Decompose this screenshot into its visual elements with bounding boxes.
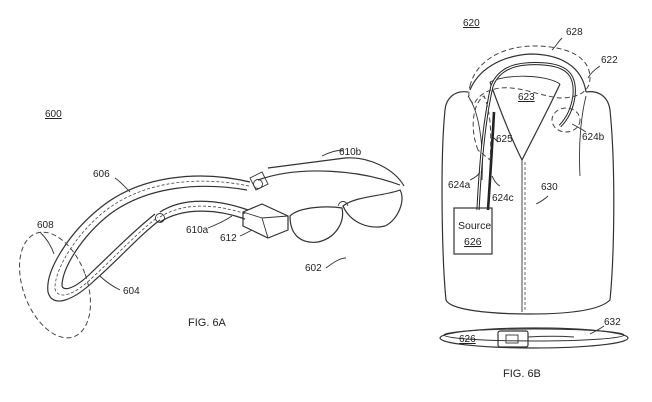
label-626-belt: 626 — [459, 334, 476, 345]
lens-right — [343, 190, 402, 227]
caption-fig-6a: FIG. 6A — [188, 317, 227, 329]
leader-606 — [115, 178, 130, 192]
belt-buckle — [498, 331, 528, 347]
lens-left — [290, 207, 343, 242]
label-624b: 624b — [582, 132, 605, 143]
vest-neck-back — [490, 76, 560, 84]
label-625: 625 — [496, 134, 513, 145]
label-604: 604 — [123, 286, 140, 297]
label-608: 608 — [37, 220, 54, 231]
leader-610a — [208, 216, 232, 228]
module-edge — [243, 212, 288, 238]
source-label: Source — [458, 220, 491, 232]
leader-608 — [40, 232, 54, 254]
label-610a: 610a — [186, 225, 209, 236]
belt-strap-end — [528, 336, 574, 337]
label-602: 602 — [305, 263, 322, 274]
label-628: 628 — [566, 27, 583, 38]
leader-624b — [572, 124, 586, 132]
vest-outline — [442, 92, 614, 314]
label-623: 623 — [518, 92, 535, 103]
label-606: 606 — [93, 169, 110, 180]
temple-upper-line — [258, 171, 400, 185]
caption-fig-6b: FIG. 6B — [503, 368, 541, 380]
leader-624c — [492, 176, 500, 186]
belt-buckle-slot — [506, 335, 518, 343]
leader-630 — [536, 196, 548, 204]
temple-lower-bottom — [160, 211, 245, 222]
leader-604 — [100, 276, 120, 290]
leader-602 — [326, 258, 346, 268]
label-624c: 624c — [492, 193, 514, 204]
label-622: 622 — [601, 55, 618, 66]
label-610b: 610b — [339, 147, 362, 158]
label-620: 620 — [463, 18, 480, 29]
label-600: 600 — [45, 109, 62, 120]
label-624a: 624a — [448, 180, 471, 191]
hinge-lower-circle — [156, 214, 165, 223]
label-630: 630 — [541, 182, 558, 193]
source-number: 626 — [464, 236, 482, 248]
leader-612 — [240, 230, 252, 236]
fig-6b-vest — [440, 38, 628, 348]
hinge-upper-block — [250, 172, 268, 190]
module-box — [243, 204, 288, 238]
label-612: 612 — [220, 233, 237, 244]
label-632: 632 — [604, 317, 621, 328]
